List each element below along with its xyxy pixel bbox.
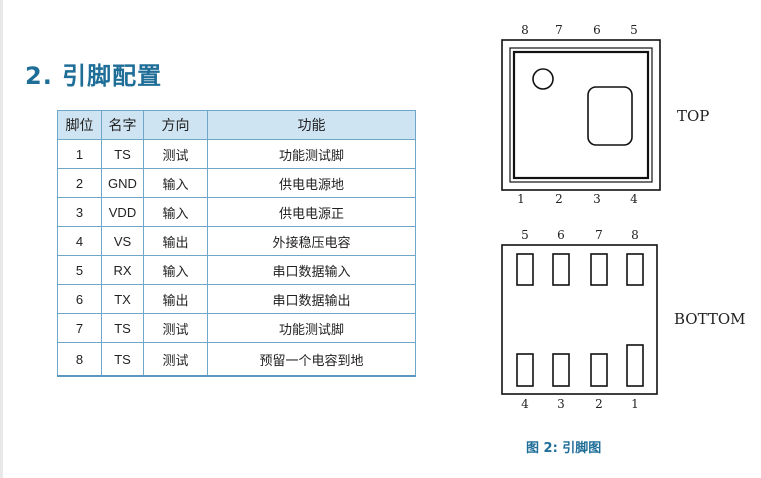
table-row: 6 TX 输出 串口数据输出 [57, 284, 416, 314]
top-view-pin-label: 6 [593, 23, 601, 37]
bottom-view-pin-label: 1 [631, 397, 639, 411]
pad-4 [516, 353, 534, 387]
top-view-pin-label: 1 [517, 192, 525, 206]
pad-5 [516, 253, 534, 286]
pin-number: 3 [57, 197, 102, 227]
page-margin-rule [0, 0, 3, 478]
pin-direction: 测试 [143, 139, 208, 169]
top-view-pin-label: 3 [593, 192, 601, 206]
column-header-function: 功能 [207, 110, 416, 140]
bottom-view-pin-label: 7 [595, 228, 603, 242]
section-heading: 2. 引脚配置 [25, 62, 163, 90]
figure-caption: 图 2: 引脚图 [526, 441, 602, 456]
pad-1 [626, 344, 644, 387]
column-header-name: 名字 [101, 110, 144, 140]
pin-name: GND [101, 168, 144, 198]
pad-7 [590, 253, 608, 286]
pin-name: TS [101, 313, 144, 343]
pin-direction: 测试 [143, 313, 208, 343]
top-view-pin-label: 5 [630, 23, 638, 37]
pin-function: 功能测试脚 [207, 139, 416, 169]
pin-function: 预留一个电容到地 [207, 342, 416, 377]
pad-8 [626, 253, 644, 286]
bottom-view-pin-label: 8 [631, 228, 639, 242]
sensor-window [587, 86, 633, 146]
bottom-view-pin-label: 5 [521, 228, 529, 242]
bottom-view-pin-label: 2 [595, 397, 603, 411]
pad-6 [552, 253, 570, 286]
table-row: 7 TS 测试 功能测试脚 [57, 313, 416, 343]
top-view-pin-label: 7 [555, 23, 563, 37]
pin-direction: 输入 [143, 197, 208, 227]
table-row: 2 GND 输入 供电电源地 [57, 168, 416, 198]
top-view-pin-label: 2 [555, 192, 563, 206]
pin-function: 串口数据输出 [207, 284, 416, 314]
pin-function: 供电电源地 [207, 168, 416, 198]
pin-function: 供电电源正 [207, 197, 416, 227]
bottom-view-label: BOTTOM [674, 310, 746, 328]
top-view-pin-label: 4 [630, 192, 638, 206]
bottom-view-package [501, 244, 658, 395]
bottom-view-pin-label: 4 [521, 397, 529, 411]
pin-function: 功能测试脚 [207, 313, 416, 343]
pin-name: VS [101, 226, 144, 256]
pin-name: VDD [101, 197, 144, 227]
pin-one-marker-icon [532, 68, 554, 90]
pin-direction: 测试 [143, 342, 208, 377]
table-row: 1 TS 测试 功能测试脚 [57, 139, 416, 169]
pin-direction: 输入 [143, 168, 208, 198]
bottom-view-pin-label: 6 [557, 228, 565, 242]
pin-number: 7 [57, 313, 102, 343]
table-row: 8 TS 测试 预留一个电容到地 [57, 342, 416, 377]
pin-configuration-table: 脚位 名字 方向 功能 1 TS 测试 功能测试脚 2 GND 输入 供电电源地… [57, 110, 416, 377]
pad-3 [552, 353, 570, 387]
pin-name: RX [101, 255, 144, 285]
table-header-row: 脚位 名字 方向 功能 [57, 110, 416, 140]
top-view-package [501, 39, 661, 191]
column-header-direction: 方向 [143, 110, 208, 140]
top-view-pin-label: 8 [521, 23, 529, 37]
pad-2 [590, 353, 608, 387]
bottom-view-pin-label: 3 [557, 397, 565, 411]
pin-number: 5 [57, 255, 102, 285]
table-row: 3 VDD 输入 供电电源正 [57, 197, 416, 227]
pin-name: TS [101, 342, 144, 377]
top-view-label: TOP [677, 107, 710, 125]
pin-function: 外接稳压电容 [207, 226, 416, 256]
column-header-pin: 脚位 [57, 110, 102, 140]
